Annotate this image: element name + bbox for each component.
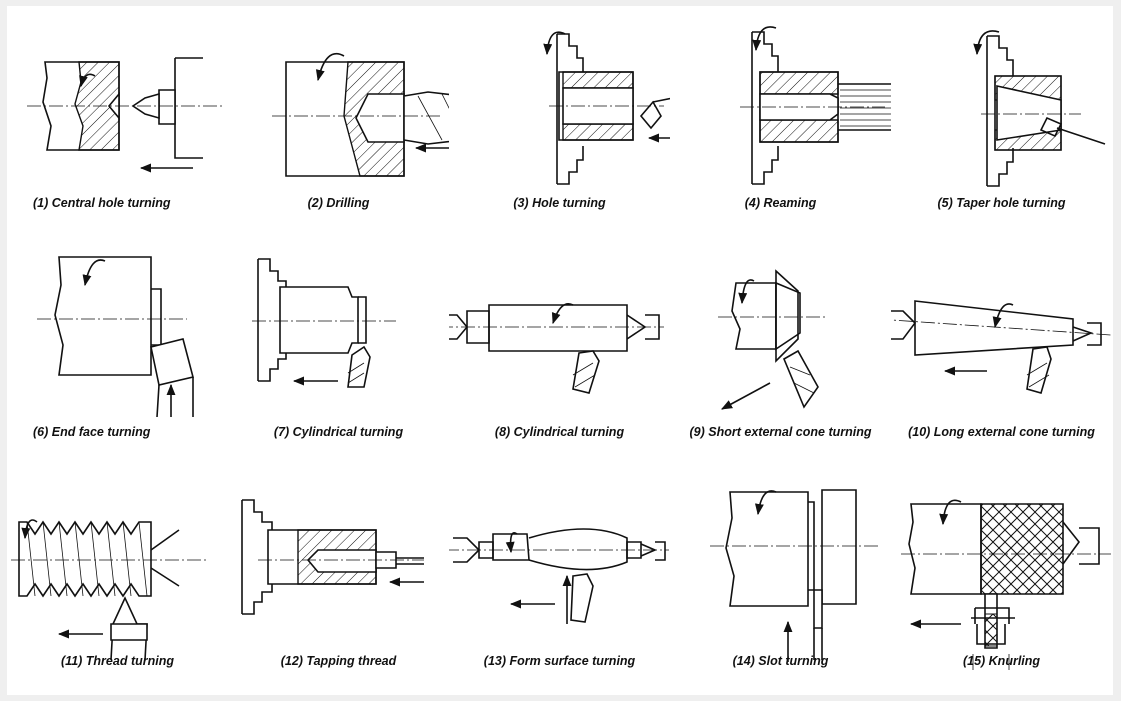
operation-hole-turning: (3) Hole turning — [449, 6, 670, 235]
operation-central-hole-turning: (1) Central hole turning — [7, 6, 228, 235]
caption-14: (14) Slot turning — [732, 654, 829, 668]
long-external-cone-turning-drawing — [891, 300, 1112, 394]
caption-6: (6) End face turning — [33, 425, 151, 439]
operation-knurling: (15) Knurling — [891, 464, 1112, 693]
caption-2: (2) Drilling — [307, 196, 370, 210]
caption-7: (7) Cylindrical turning — [273, 425, 404, 439]
form-surface-turning-drawing — [449, 528, 669, 624]
caption-3: (3) Hole turning — [513, 196, 606, 210]
operation-reaming: (4) Reaming — [670, 6, 891, 235]
end-face-turning-drawing — [37, 256, 194, 418]
operation-cylindrical-turning-centers: (8) Cylindrical turning — [449, 235, 670, 464]
cylindrical-turning-chuck-drawing — [252, 258, 396, 388]
lathe-operations-diagram: (1) Central hole turning (2) Drilling (3… — [7, 6, 1113, 695]
operation-thread-turning: (11) Thread turning — [7, 464, 228, 693]
cylindrical-turning-centers-drawing — [449, 303, 664, 394]
caption-11: (11) Thread turning — [61, 654, 174, 668]
caption-4: (4) Reaming — [744, 196, 817, 210]
short-external-cone-turning-drawing — [718, 269, 828, 410]
tapping-thread-drawing — [241, 499, 424, 615]
operation-form-surface-turning: (13) Form surface turning — [449, 464, 670, 693]
knurling-drawing — [901, 499, 1111, 670]
caption-10: (10) Long external cone turning — [908, 425, 1095, 439]
operation-end-face-turning: (6) End face turning — [7, 235, 228, 464]
central-hole-turning-drawing — [27, 57, 222, 173]
operation-long-external-cone-turning: (10) Long external cone turning — [891, 235, 1112, 464]
operation-taper-hole-turning: (5) Taper hole turning — [891, 6, 1112, 235]
caption-13: (13) Form surface turning — [483, 654, 636, 668]
caption-15: (15) Knurling — [962, 654, 1041, 668]
reaming-drawing — [740, 26, 891, 185]
operation-tapping-thread: (12) Tapping thread — [228, 464, 449, 693]
caption-5: (5) Taper hole turning — [937, 196, 1066, 210]
taper-hole-turning-drawing — [973, 30, 1106, 187]
hole-turning-drawing — [543, 31, 670, 185]
slot-turning-drawing — [710, 489, 880, 662]
caption-1: (1) Central hole turning — [33, 196, 171, 210]
caption-12: (12) Tapping thread — [280, 654, 397, 668]
operation-short-external-cone-turning: (9) Short external cone turning — [670, 235, 891, 464]
operation-drilling: (2) Drilling — [228, 6, 449, 235]
drilling-drawing — [272, 52, 449, 177]
operation-slot-turning: (14) Slot turning — [670, 464, 891, 693]
caption-8: (8) Cylindrical turning — [494, 425, 625, 439]
caption-9: (9) Short external cone turning — [689, 425, 872, 439]
operation-cylindrical-turning-chuck: (7) Cylindrical turning — [228, 235, 449, 464]
thread-turning-drawing — [11, 519, 207, 661]
